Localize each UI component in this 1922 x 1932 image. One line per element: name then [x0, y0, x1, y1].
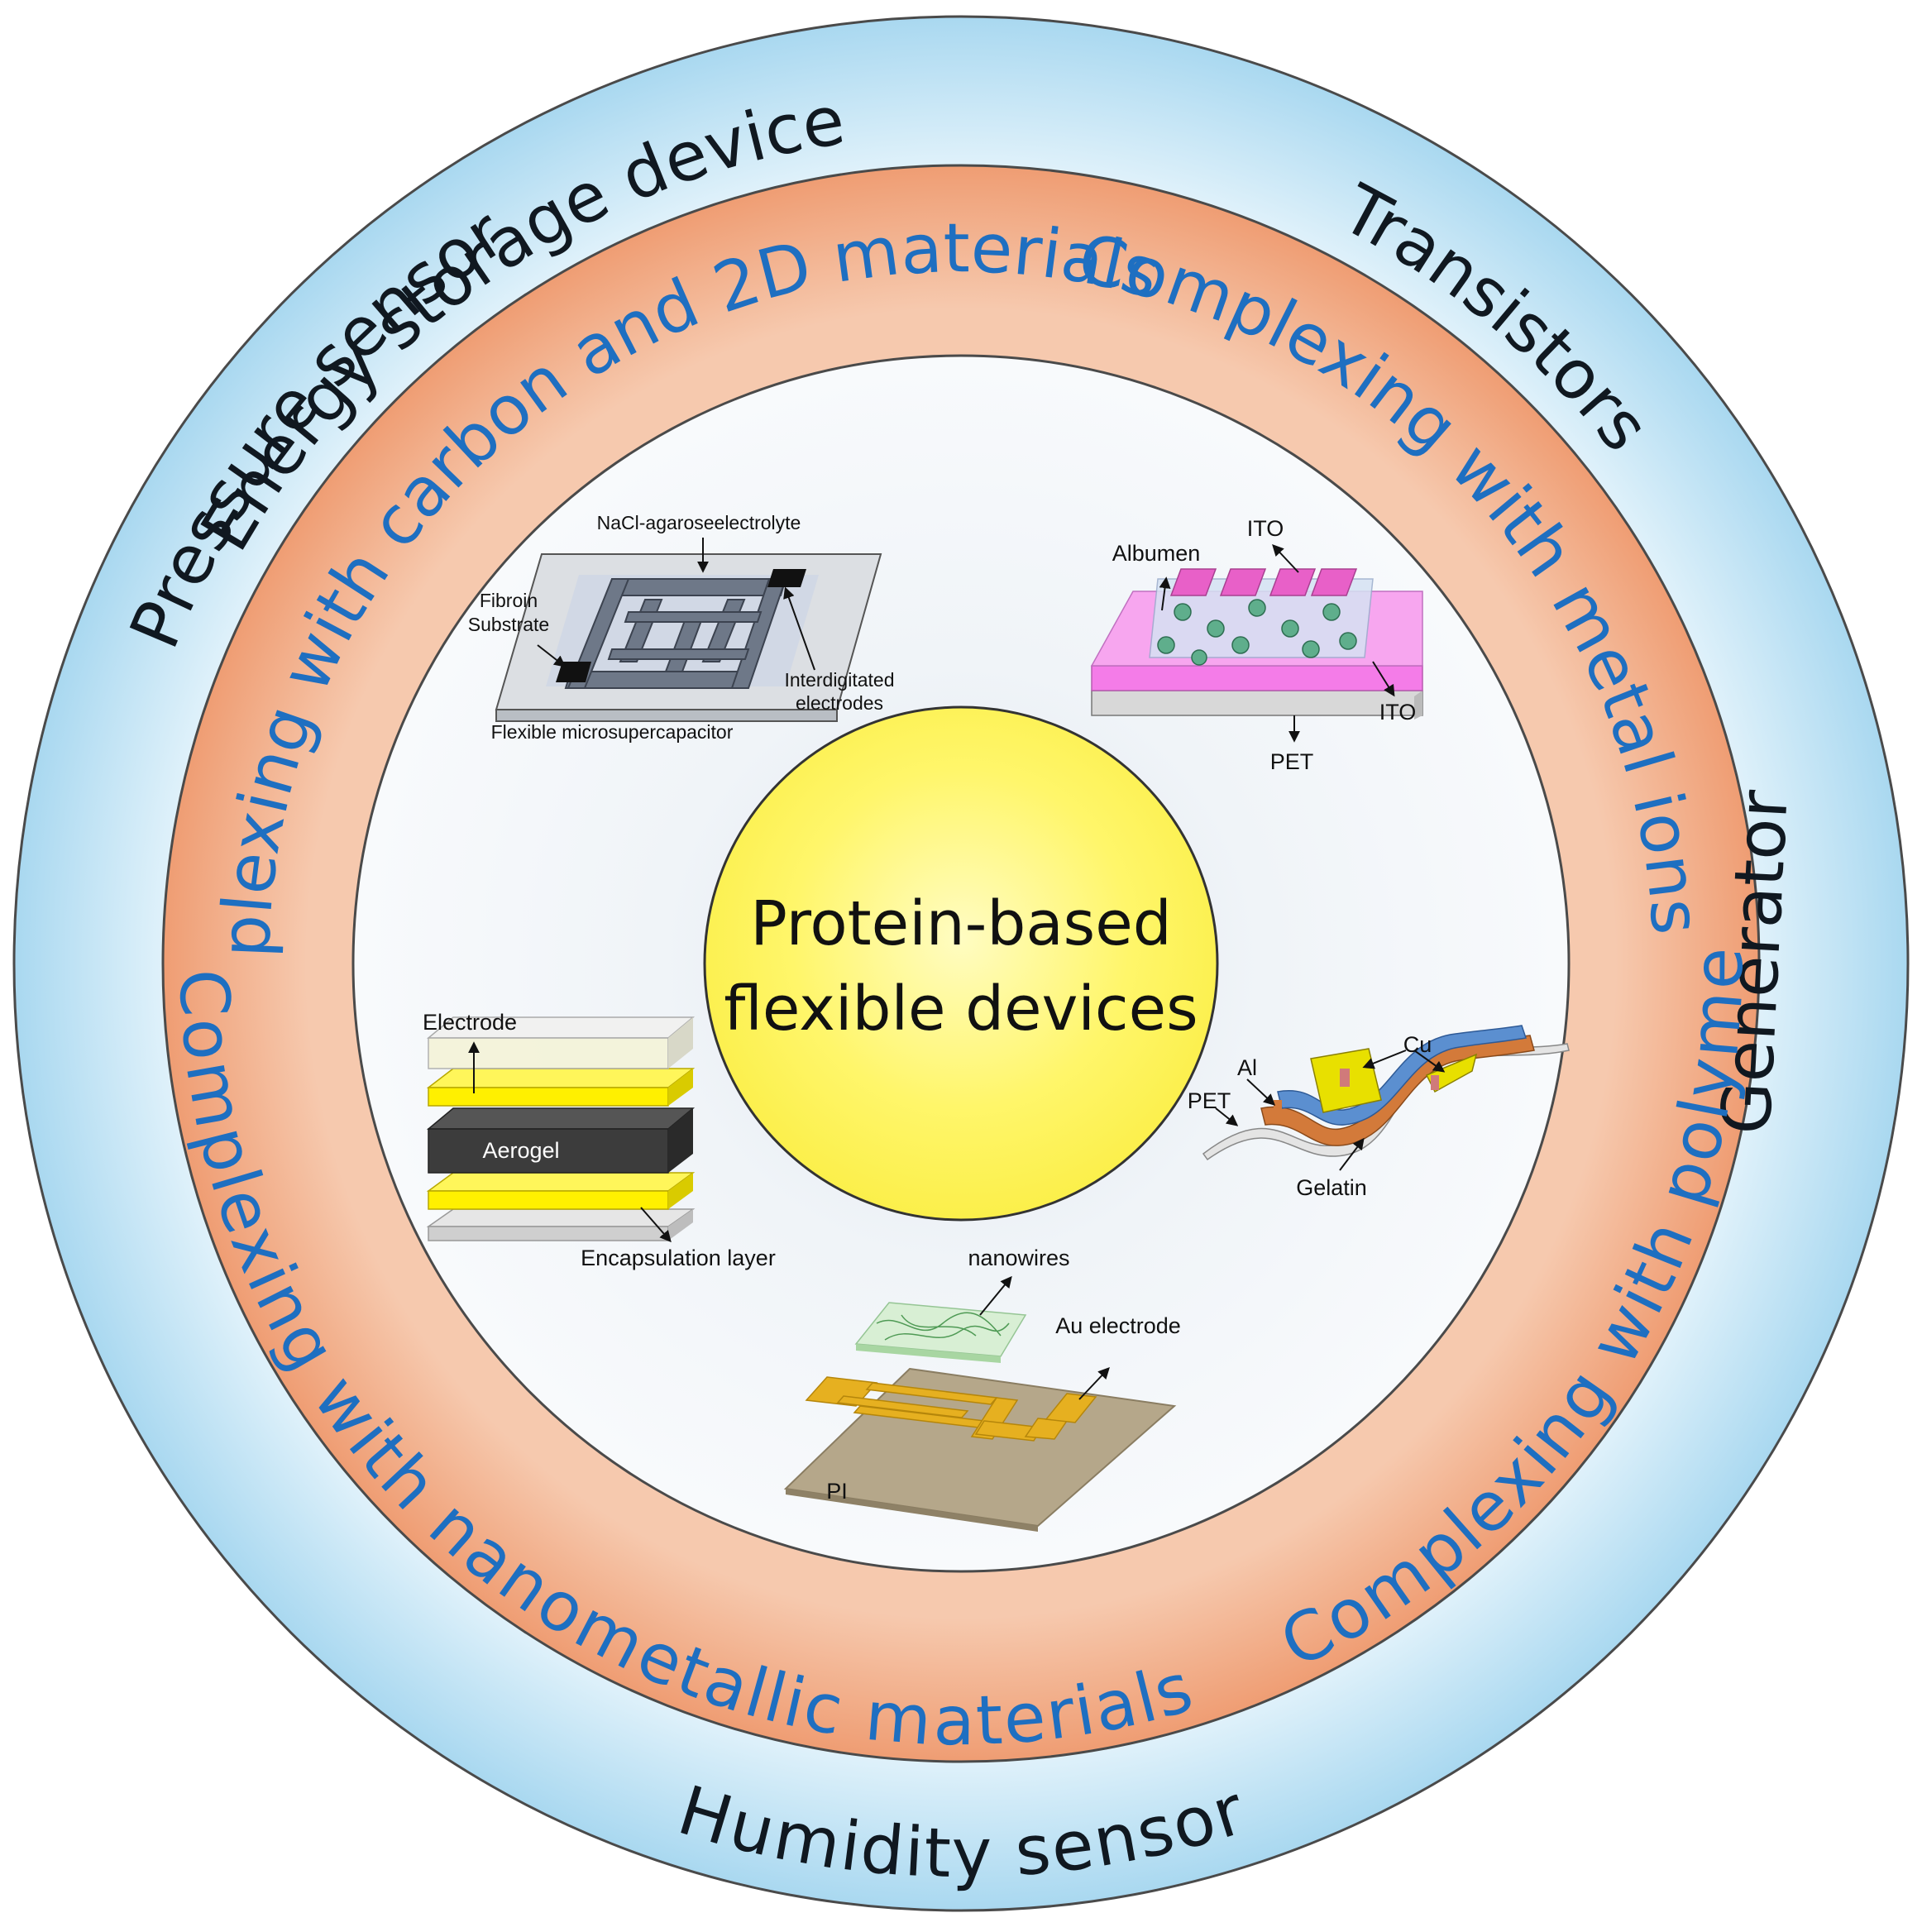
microsupercapacitor-illustration: [495, 538, 882, 722]
label-gelatin: Gelatin: [1296, 1175, 1367, 1200]
label-electrodes: electrodes: [796, 692, 883, 714]
generator-illustration: [1202, 1025, 1570, 1171]
label-albumen: Albumen: [1112, 541, 1201, 566]
humidity-sensor-illustration: [783, 1275, 1177, 1532]
center-title-line1: Protein-based: [750, 888, 1171, 959]
label-cu: Cu: [1403, 1032, 1432, 1057]
label-interdigitated: Interdigitated: [785, 669, 895, 691]
center-title-line2: flexible devices: [724, 973, 1198, 1045]
label-pet-transistor: PET: [1270, 749, 1314, 774]
label-aerogel: Aerogel: [482, 1138, 559, 1163]
center-disc: [703, 705, 1219, 1222]
label-encapsulation-layer: Encapsulation layer: [581, 1246, 776, 1270]
label-au-electrode: Au electrode: [1055, 1313, 1181, 1338]
aerogel-sensor-illustration: [426, 1016, 696, 1243]
label-pet-generator: PET: [1188, 1088, 1231, 1113]
label-ito-side: ITO: [1379, 700, 1417, 724]
label-fibroin: Fibroin: [480, 590, 538, 611]
label-generator-text: Generator: [1707, 788, 1804, 1136]
label-al: Al: [1237, 1055, 1257, 1080]
label-ito-top: ITO: [1247, 516, 1284, 541]
label-substrate: Substrate: [468, 614, 549, 635]
label-microsupercapacitor-caption: Flexible microsupercapacitor: [491, 721, 734, 743]
label-nanowires: nanowires: [968, 1246, 1069, 1270]
label-electrolyte: NaCl-agaroseelectrolyte: [597, 512, 801, 533]
label-pi: PI: [826, 1479, 848, 1504]
transistor-illustration: [1090, 543, 1423, 743]
label-electrode: Electrode: [423, 1010, 517, 1035]
